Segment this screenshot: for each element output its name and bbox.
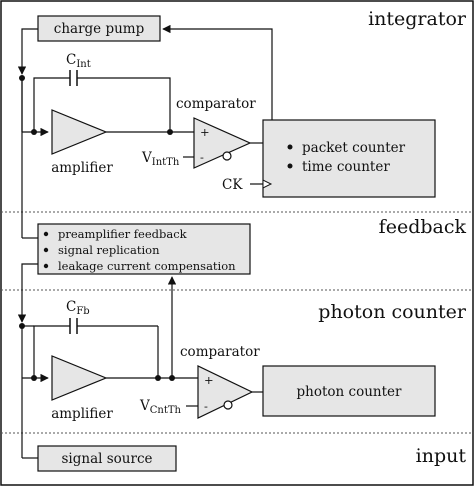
section-title-photon-counter: photon counter [318, 301, 467, 323]
section-title-input: input [416, 445, 467, 467]
comparator-bottom-plus: + [204, 373, 214, 387]
cap-fb-label: CFb [66, 299, 90, 317]
feedback-item-leakage: leakage current compensation [58, 259, 236, 273]
photon-counter-label: photon counter [297, 384, 402, 400]
section-title-integrator: integrator [368, 8, 467, 30]
junction-top-amp-output [167, 129, 173, 135]
junction-top-amp-input [31, 129, 37, 135]
photon-counter-block [262, 365, 436, 417]
junction-bottom-amp-input [31, 375, 37, 381]
comparator-top-inverter [222, 151, 232, 161]
charge-pump-label: charge pump [54, 21, 144, 37]
time-counter-label: time counter [302, 159, 390, 175]
clock-label: CK [222, 177, 243, 193]
integrator-counter-block [262, 119, 436, 198]
wire-cap-int-left [33, 77, 70, 132]
vth-bottom-label: VCntTh [139, 398, 182, 416]
wire-charge-pump-to-node [17, 28, 38, 75]
comparator-top [193, 117, 252, 169]
signal-source-label: signal source [62, 451, 153, 467]
amplifier-bottom-label: amplifier [51, 406, 113, 422]
amplifier-top [51, 109, 108, 155]
section-title-feedback: feedback [379, 216, 467, 238]
signal-source-block [37, 445, 177, 472]
feedback-item-preamplifier: preamplifier feedback [58, 227, 188, 241]
bullet-leakage-comp [43, 263, 49, 269]
charge-pump-block [37, 15, 161, 42]
cap-int-label: CInt [66, 52, 91, 70]
junction-bottom-amp-output-a [155, 375, 161, 381]
comparator-bottom-minus: - [204, 399, 208, 413]
comparator-top-minus: - [200, 150, 204, 164]
comparator-top-plus: + [200, 125, 210, 139]
comparator-top-label: comparator [176, 96, 256, 112]
amplifier-top-label: amplifier [51, 160, 113, 176]
feedback-item-replication: signal replication [58, 243, 160, 257]
packet-counter-label: packet counter [302, 140, 406, 156]
feedback-block [37, 223, 251, 275]
comparator-bottom-inverter [223, 400, 233, 410]
wire-counter-to-charge-pump [162, 24, 273, 120]
junction-bottom-amp-output-b [169, 375, 175, 381]
wire-feedback-to-bottom-node [17, 263, 38, 323]
bullet-packet-counter [287, 144, 293, 150]
bullet-time-counter [287, 163, 293, 169]
comparator-bottom-label: comparator [180, 344, 260, 360]
amplifier-bottom [51, 355, 108, 401]
wire-cap-int-right [77, 77, 171, 129]
bullet-signal-replication [43, 247, 49, 253]
bullet-preamp-feedback [43, 231, 49, 237]
vth-top-label: VIntTh [141, 150, 180, 168]
